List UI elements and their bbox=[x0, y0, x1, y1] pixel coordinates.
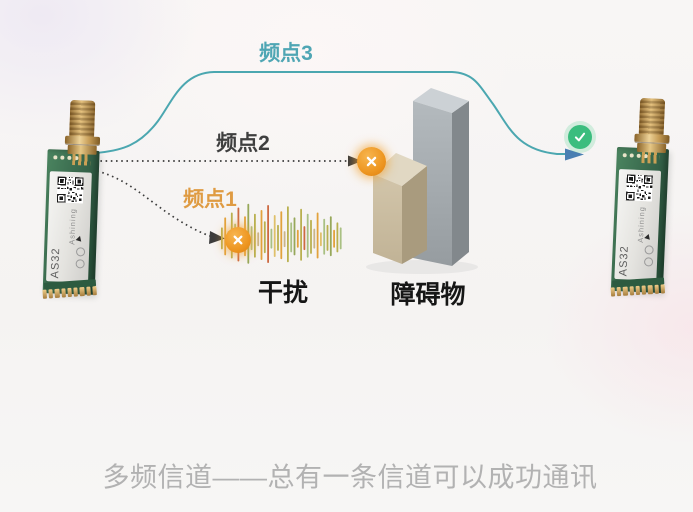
antenna-pins bbox=[72, 152, 91, 166]
module-model-text: AS32 bbox=[617, 245, 631, 277]
antenna-pins bbox=[641, 150, 660, 164]
module-model-text: AS32 bbox=[49, 247, 63, 279]
caption-text: 多频信道——总有一条信道可以成功通讯 bbox=[102, 462, 598, 493]
channel3-line bbox=[94, 71, 584, 161]
antenna-collar bbox=[636, 142, 667, 154]
sma-antenna-connector bbox=[69, 99, 96, 138]
radio-module-left: Ashining AS32 bbox=[37, 93, 106, 301]
cert-mark-icon bbox=[75, 247, 86, 257]
module-label-sticker: Ashining AS32 bbox=[614, 169, 662, 281]
fail-x-icon bbox=[225, 227, 251, 253]
module-label-sticker: Ashining AS32 bbox=[46, 171, 92, 283]
label-obstacle: 障碍物 bbox=[390, 281, 466, 309]
label-channel1: 频点1 bbox=[183, 188, 237, 211]
qr-code-icon bbox=[56, 176, 84, 204]
radio-module-right: Ashining AS32 bbox=[606, 91, 677, 300]
label-channel2: 频点2 bbox=[216, 132, 270, 155]
cert-mark-icon bbox=[643, 257, 654, 267]
channel3-arrowhead bbox=[565, 148, 584, 161]
antenna-collar bbox=[67, 144, 97, 155]
sma-antenna-connector bbox=[638, 97, 666, 136]
channel1-arrowhead bbox=[209, 231, 225, 244]
antenna-nut bbox=[634, 133, 670, 144]
sticker-mark bbox=[644, 233, 653, 242]
label-interference: 干扰 bbox=[257, 279, 309, 307]
sticker-mark bbox=[75, 235, 84, 244]
cert-mark-icon bbox=[75, 259, 85, 269]
obstacle-short-block bbox=[373, 153, 427, 264]
pin-header bbox=[610, 284, 666, 297]
channel2-arrowhead bbox=[348, 155, 362, 167]
success-check-icon bbox=[568, 125, 592, 149]
obstacle-shadow bbox=[366, 260, 478, 274]
qr-code-icon bbox=[625, 174, 653, 202]
antenna-nut bbox=[64, 135, 101, 145]
fail-x-icon bbox=[357, 147, 386, 176]
channel2-line bbox=[90, 155, 362, 167]
channel1-line bbox=[86, 168, 225, 244]
cert-mark-icon bbox=[644, 245, 654, 255]
label-channel3: 频点3 bbox=[259, 42, 313, 65]
